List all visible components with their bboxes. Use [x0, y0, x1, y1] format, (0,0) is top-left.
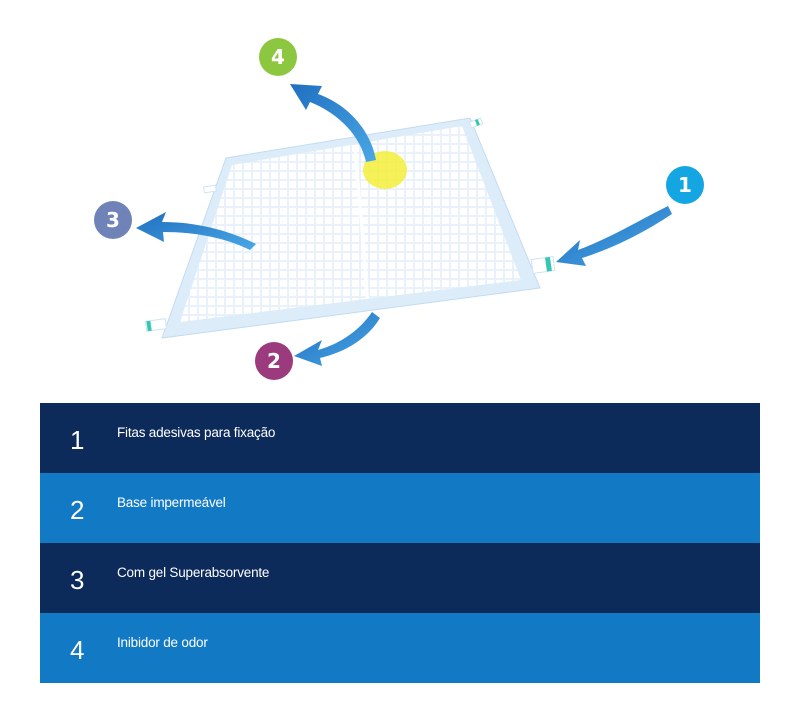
legend-label: Inibidor de odor [117, 635, 208, 650]
legend-label: Com gel Superabsorvente [117, 565, 270, 580]
legend-number: 4 [70, 635, 85, 665]
legend-number: 3 [70, 565, 85, 595]
legend-row-4: 4 Inibidor de odor [40, 613, 760, 683]
legend-row-2: 2 Base impermeável [40, 473, 760, 543]
marker-badge-2: 2 [255, 342, 293, 380]
marker-badge-1: 1 [666, 166, 704, 204]
adhesive-tabs [144, 117, 556, 332]
marker-badge-4: 4 [259, 38, 297, 76]
arrow-3 [136, 212, 256, 250]
marker-3-number: 3 [106, 208, 120, 232]
legend-number: 2 [70, 495, 85, 525]
marker-4-number: 4 [271, 45, 285, 69]
legend-row-1: 1 Fitas adesivas para fixação [40, 403, 760, 473]
arrow-2 [294, 312, 380, 366]
callout-arrows [136, 84, 672, 366]
underpad-diagram: 1 2 3 4 [94, 38, 704, 380]
gel-spot [363, 151, 407, 189]
marker-1-number: 1 [678, 173, 692, 197]
arrow-1 [556, 206, 672, 266]
legend-label: Base impermeável [117, 495, 226, 510]
legend-number: 1 [70, 425, 85, 455]
legend-label: Fitas adesivas para fixação [117, 425, 276, 440]
marker-2-number: 2 [267, 349, 281, 373]
legend-row-3: 3 Com gel Superabsorvente [40, 543, 760, 613]
marker-badge-3: 3 [94, 201, 132, 239]
feature-legend-table: 1 Fitas adesivas para fixação 2 Base imp… [40, 403, 760, 683]
arrow-4 [290, 84, 376, 162]
